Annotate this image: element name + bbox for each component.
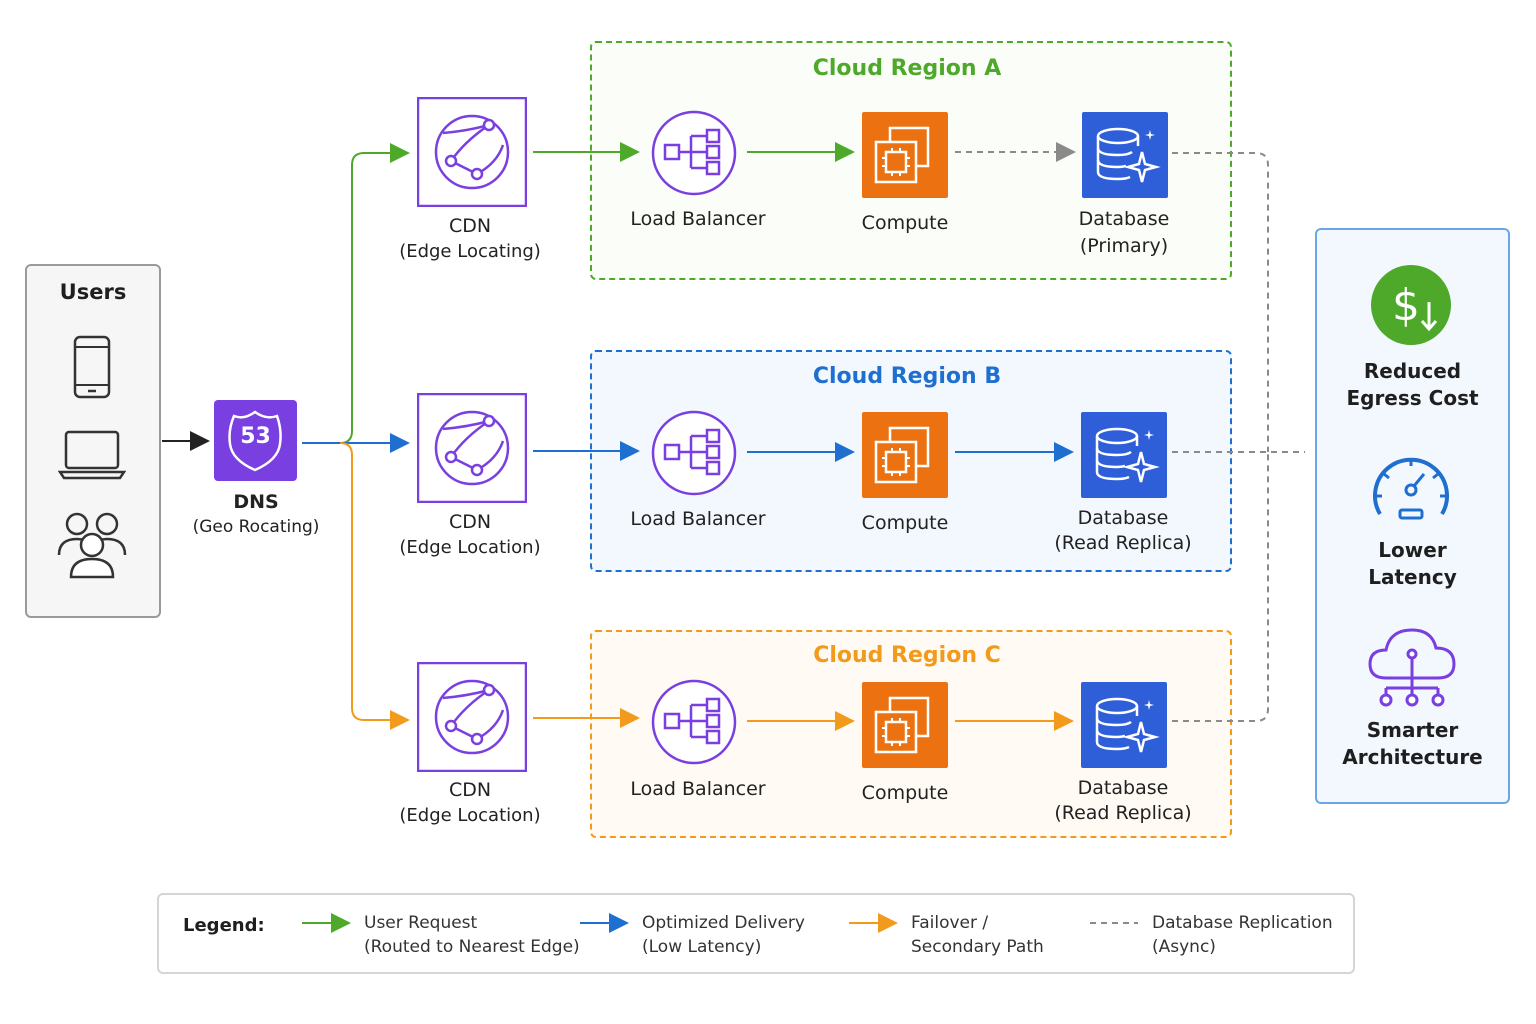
cdn-b-label: CDN (Edge Location) [390, 510, 550, 560]
dns-sub: (Geo Rocating) [192, 517, 320, 537]
db-a-label: Database (Primary) [1044, 207, 1204, 259]
lb-a-label: Load Balancer [630, 208, 766, 230]
svg-text:$: $ [1392, 280, 1420, 331]
users-group-icon [57, 512, 127, 579]
cdn-a-label: CDN (Edge Locating) [390, 214, 550, 264]
legend-item-replication: Database Replication (Async) [1152, 911, 1333, 959]
database-node-b[interactable] [1081, 412, 1167, 502]
compute-a-label: Compute [861, 212, 949, 234]
smartphone-icon [73, 335, 111, 399]
compute-chip-icon [862, 112, 948, 198]
legend-item-optimized-delivery: Optimized Delivery (Low Latency) [642, 911, 805, 959]
db-b-sub: (Read Replica) [1054, 532, 1192, 554]
database-node-a[interactable] [1082, 112, 1168, 202]
legend-item-3-line2: Secondary Path [911, 937, 1044, 957]
route53-shield-icon [228, 410, 282, 472]
replication-c-line [1172, 452, 1269, 722]
dns-to-cdn-a-arrow [302, 143, 410, 444]
cdn-c-name: CDN [448, 779, 492, 801]
compute-chip-icon [862, 682, 948, 768]
database-sparkle-icon [1082, 112, 1168, 198]
laptop-icon [58, 430, 126, 480]
legend-item-2-line1: Optimized Delivery [642, 913, 805, 933]
benefit-cost-line1: Reduced [1363, 359, 1462, 383]
db-c-sub: (Read Replica) [1054, 802, 1192, 824]
region-c-title: Cloud Region C [813, 643, 1001, 668]
benefit-cost-label: Reduced Egress Cost [1315, 358, 1510, 412]
benefit-cost-line2: Egress Cost [1346, 386, 1479, 410]
legend-swatches [302, 913, 1138, 933]
cdn-c-label: CDN (Edge Location) [390, 778, 550, 828]
speedometer-icon [1373, 457, 1449, 520]
replication-a-line [1172, 152, 1269, 452]
legend-item-1-line1: User Request [364, 913, 478, 933]
cdn-node-c[interactable] [416, 661, 528, 776]
lb-c-label: Load Balancer [630, 778, 766, 800]
cdn-globe-icon [416, 96, 528, 208]
legend-title: Legend: [183, 915, 265, 936]
db-b-label: Database (Read Replica) [1033, 506, 1213, 556]
load-balancer-icon [651, 410, 737, 496]
region-b-title: Cloud Region B [812, 364, 1002, 389]
legend-item-2-line2: (Low Latency) [642, 937, 762, 957]
legend: Legend: [157, 893, 1355, 974]
load-balancer-icon [651, 679, 737, 765]
db-a-sub: (Primary) [1079, 235, 1169, 257]
cloud-network-icon [1368, 628, 1456, 707]
database-sparkle-icon [1081, 682, 1167, 768]
compute-chip-icon [862, 412, 948, 498]
db-a-name: Database [1078, 208, 1170, 230]
cdn-globe-icon [416, 661, 528, 773]
benefit-latency-line2: Latency [1368, 565, 1457, 589]
region-a-title: Cloud Region A [812, 56, 1002, 81]
dns-label: DNS (Geo Rocating) [176, 490, 336, 540]
legend-item-failover: Failover / Secondary Path [911, 911, 1044, 959]
cdn-b-name: CDN [448, 511, 492, 533]
db-c-label: Database (Read Replica) [1033, 776, 1213, 826]
database-sparkle-icon [1081, 412, 1167, 498]
compute-node-b[interactable] [862, 412, 948, 502]
benefit-latency-line1: Lower [1378, 538, 1447, 562]
load-balancer-node-c[interactable] [651, 679, 737, 769]
compute-node-c[interactable] [862, 682, 948, 772]
compute-node-a[interactable] [862, 112, 948, 202]
load-balancer-node-a[interactable] [651, 110, 737, 200]
dollar-down-icon: $ [1371, 265, 1451, 345]
legend-item-4-line1: Database Replication [1152, 913, 1333, 933]
compute-b-label: Compute [861, 512, 949, 534]
legend-item-3-line1: Failover / [911, 913, 989, 933]
cdn-a-name: CDN [448, 215, 492, 237]
dns-to-cdn-c-arrow [339, 442, 410, 730]
benefit-latency-label: Lower Latency [1315, 537, 1510, 591]
cdn-node-a[interactable] [416, 96, 528, 211]
users-title: Users [59, 280, 127, 304]
lb-b-label: Load Balancer [630, 508, 766, 530]
benefit-architecture-line2: Architecture [1342, 745, 1483, 769]
benefit-architecture-label: Smarter Architecture [1315, 717, 1510, 771]
load-balancer-node-b[interactable] [651, 410, 737, 500]
cdn-b-sub: (Edge Location) [399, 537, 541, 558]
legend-item-4-line2: (Async) [1152, 937, 1216, 957]
db-b-name: Database [1077, 507, 1169, 529]
legend-item-1-line2: (Routed to Nearest Edge) [364, 937, 580, 957]
cdn-node-b[interactable] [416, 392, 528, 507]
compute-c-label: Compute [861, 782, 949, 804]
cdn-a-sub: (Edge Locating) [399, 241, 541, 262]
legend-item-user-request: User Request (Routed to Nearest Edge) [364, 911, 580, 959]
benefit-architecture-line1: Smarter [1366, 718, 1459, 742]
db-c-name: Database [1077, 777, 1169, 799]
cdn-globe-icon [416, 392, 528, 504]
load-balancer-icon [651, 110, 737, 196]
dns-badge: 53 [240, 424, 271, 449]
cdn-c-sub: (Edge Location) [399, 805, 541, 826]
database-node-c[interactable] [1081, 682, 1167, 772]
dns-name: DNS [233, 491, 279, 513]
